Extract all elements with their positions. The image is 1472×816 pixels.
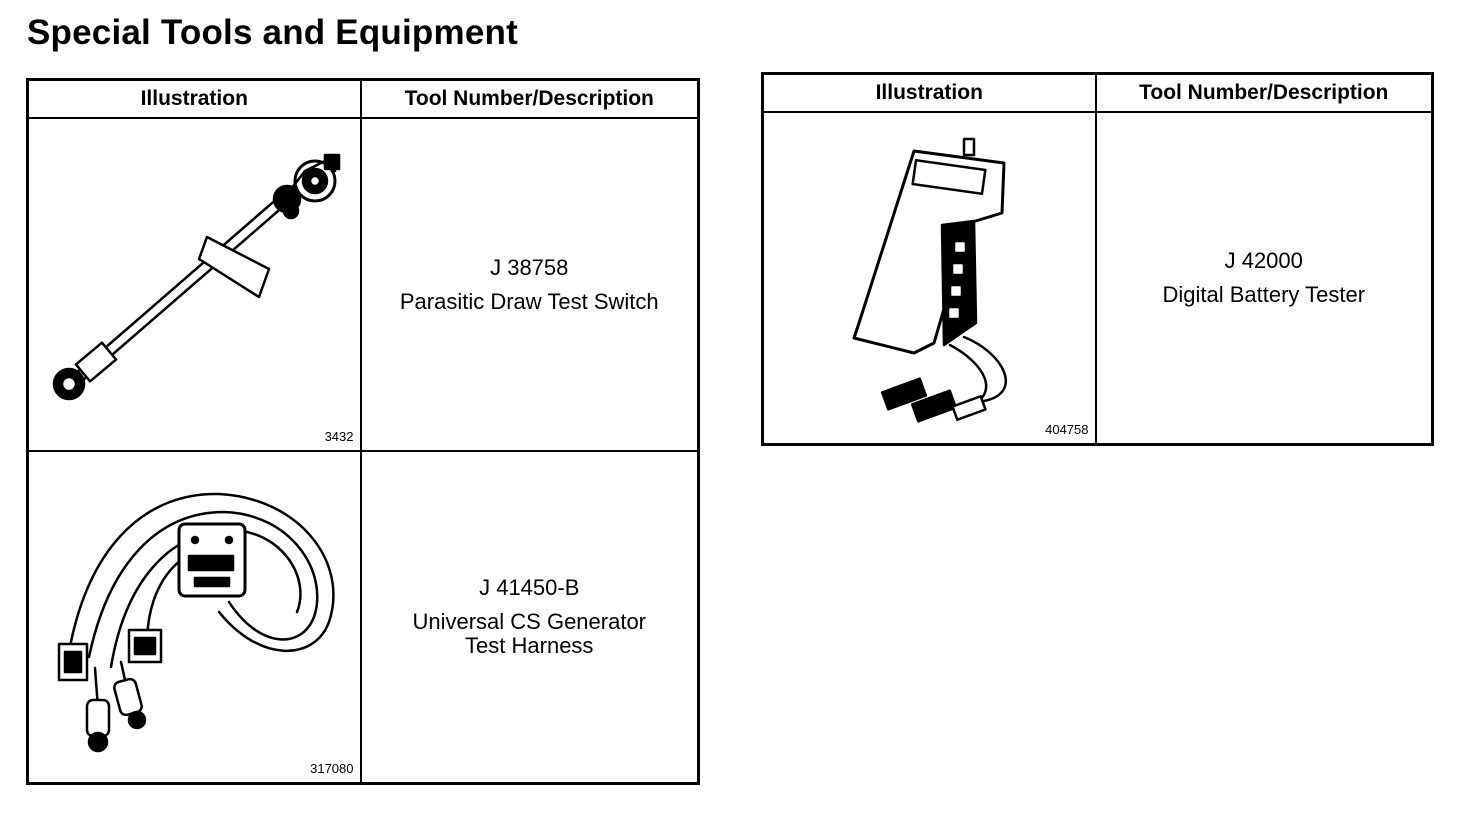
illustration-cell: 3432 bbox=[26, 117, 362, 452]
illustration-cell: 317080 bbox=[26, 450, 362, 784]
description-cell: J 38758 Parasitic Draw Test Switch bbox=[359, 117, 700, 452]
illustration-header: Illustration bbox=[26, 78, 362, 119]
description-header: Tool Number/Description bbox=[1094, 72, 1434, 113]
illustration-header: Illustration bbox=[761, 72, 1097, 113]
description-cell: J 42000 Digital Battery Tester bbox=[1094, 111, 1434, 445]
page-title: Special Tools and Equipment bbox=[27, 13, 518, 52]
table-row: 3432 J 38758 Parasitic Draw Test Switch bbox=[26, 117, 700, 452]
tool-number: J 38758 bbox=[490, 254, 569, 280]
tool-description: Universal CS Generator Test Harness bbox=[412, 608, 647, 658]
figure-number: 3432 bbox=[324, 429, 354, 444]
tool-description: Digital Battery Tester bbox=[1162, 281, 1366, 307]
tools-table-right: Illustration Tool Number/Description bbox=[761, 72, 1434, 446]
figure-number: 404758 bbox=[1045, 421, 1089, 437]
battery-tester-icon bbox=[852, 137, 1007, 423]
test-harness-icon bbox=[57, 492, 335, 753]
description-cell: J 41450-B Universal CS Generator Test Ha… bbox=[359, 450, 700, 784]
tool-description: Parasitic Draw Test Switch bbox=[399, 288, 659, 314]
table-header-row: Illustration Tool Number/Description bbox=[26, 78, 700, 119]
description-header: Tool Number/Description bbox=[359, 78, 700, 119]
illustration-cell: 404758 bbox=[761, 111, 1097, 445]
tools-table-left: Illustration Tool Number/Description bbox=[26, 78, 700, 785]
test-switch-cable-icon bbox=[52, 153, 341, 401]
figure-number: 317080 bbox=[310, 760, 354, 776]
tool-number: J 41450-B bbox=[479, 574, 580, 600]
table-row: 317080 J 41450-B Universal CS Generator … bbox=[26, 450, 700, 784]
table-header-row: Illustration Tool Number/Description bbox=[761, 72, 1434, 113]
tool-number: J 42000 bbox=[1224, 247, 1303, 273]
table-row: 404758 J 42000 Digital Battery Tester bbox=[761, 111, 1434, 445]
